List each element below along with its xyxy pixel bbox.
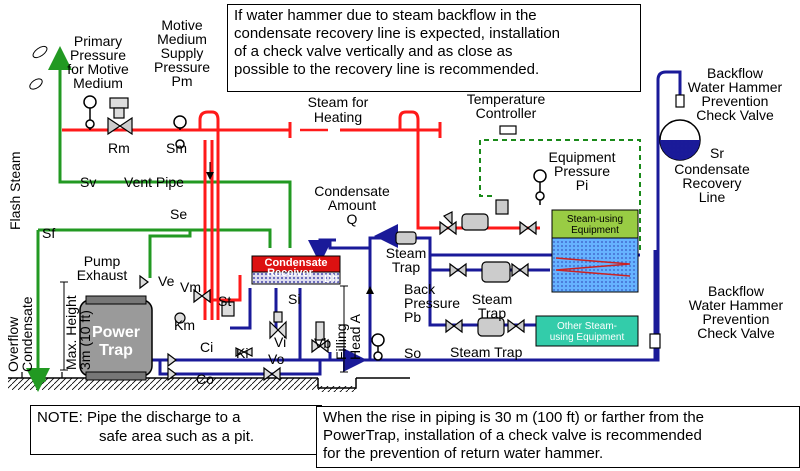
vo-label: Vo	[268, 351, 285, 367]
valve-ve	[139, 274, 149, 290]
condensate-lines	[120, 70, 682, 376]
other-steam-equipment	[535, 315, 639, 347]
ground	[8, 372, 410, 392]
condensate-receiver	[251, 255, 341, 285]
ci-label: Ci	[200, 339, 213, 355]
ve-label: Ve	[158, 273, 175, 289]
si-label: Si	[288, 291, 300, 307]
vm-label: Vm	[180, 279, 201, 295]
steam-plume-icon	[32, 45, 48, 59]
note-bl-line: NOTE: Pipe the discharge to a	[37, 409, 241, 426]
note-top-line: condensate recovery line is expected, in…	[234, 25, 561, 42]
co-label: Co	[196, 371, 214, 387]
sf-label: Sf	[42, 225, 55, 241]
max-height-label: Max. Height3m (10 ft)	[63, 295, 93, 370]
note-bl-line: safe area such as a pit.	[99, 428, 255, 445]
note-br-line: PowerTrap, installation of a check valve…	[323, 427, 702, 444]
rm-label: Rm	[108, 140, 130, 156]
valve-vo	[263, 366, 281, 382]
valve-km	[174, 312, 186, 324]
dh-label: Dh	[324, 273, 338, 285]
vi-label: Vi	[274, 334, 286, 350]
vb-label: Vb	[314, 335, 331, 351]
note-top-line: If water hammer due to steam backflow in…	[234, 7, 537, 24]
overflow-condensate-label: OverflowCondensate	[5, 296, 35, 372]
sr-label: Sr	[710, 145, 724, 161]
steam-using-equipment	[551, 209, 639, 293]
filling-head-label: FillingHead A	[333, 313, 363, 360]
gauges	[83, 95, 547, 361]
recovery-tank	[659, 119, 701, 161]
note-br-line: for the prevention of return water hamme…	[323, 445, 604, 462]
right-valves	[395, 94, 685, 349]
dimension-ends	[60, 281, 348, 373]
st-label: St	[218, 293, 231, 309]
note-bottom-left-box: NOTE: Pipe the discharge to a safe area …	[30, 405, 322, 455]
valve-vm	[193, 288, 211, 304]
valve-vb	[311, 321, 329, 354]
sv-label: Sv	[80, 174, 96, 190]
valve-ci	[167, 352, 177, 368]
note-top-line: possible to the recovery line is recomme…	[234, 61, 540, 78]
other-equipment-label: Other Steam-using Equipment	[550, 321, 625, 343]
valve-ki	[235, 347, 253, 357]
power-trap-body	[79, 295, 153, 381]
note-top-box: If water hammer due to steam backflow in…	[227, 4, 641, 92]
steam-trap-label-3: Steam Trap	[450, 344, 523, 360]
vent-pipe-label: Vent Pipe	[124, 174, 184, 190]
note-top-line: of a check valve vertically and as close…	[234, 43, 513, 60]
note-bottom-right-box: When the rise in piping is 30 m (100 ft)…	[316, 406, 800, 468]
se-label: Se	[170, 206, 187, 222]
steam-plume-icon-2	[29, 78, 43, 90]
pressure-reducing-valve-rm	[107, 97, 133, 136]
valve-st	[221, 301, 235, 317]
ki-label: Ki	[236, 345, 248, 361]
valve-co	[167, 366, 177, 382]
so-label: So	[404, 345, 421, 361]
valve-symbols	[107, 97, 329, 382]
flash-steam-label: Flash Steam	[7, 151, 23, 230]
km-label: Km	[174, 317, 195, 333]
valve-vi	[269, 311, 287, 340]
sm-label: Sm	[166, 140, 187, 156]
condensate-arrow	[308, 238, 336, 264]
note-br-line: When the rise in piping is 30 m (100 ft)…	[323, 409, 704, 426]
control-signal-line	[479, 139, 641, 250]
